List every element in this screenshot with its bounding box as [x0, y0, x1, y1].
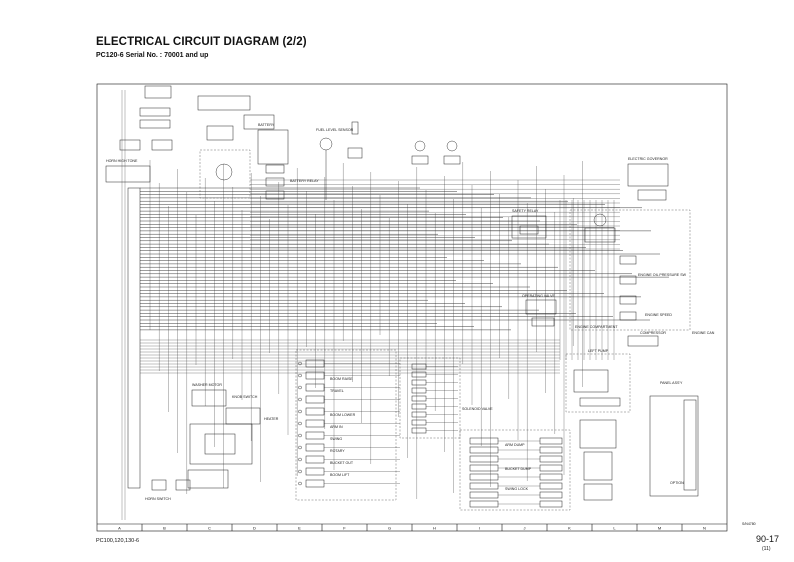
compressor: [627, 335, 659, 347]
operating-valve: [525, 299, 557, 327]
bucket-dump-label: BUCKET DUMP: [505, 467, 532, 471]
switch-column: [295, 349, 400, 501]
column-ticks: [141, 524, 683, 531]
washer-motor-label: WASHER MOTOR: [192, 383, 222, 387]
border-column-labels: A B C D E F G H I J K L M N: [118, 526, 706, 531]
arm-dump-label: ARM DUMP: [505, 443, 525, 447]
engine-compartment-label: ENGINE COMPARTMENT: [575, 325, 618, 329]
electric-governor: [627, 163, 669, 201]
column-label-d: D: [253, 526, 256, 531]
knob-switch-label: KNOB SWITCH: [232, 395, 258, 399]
boom-raise-label: BOOM RAISE: [330, 377, 353, 381]
horn-high-tone-label: HORN HIGH TONE: [106, 159, 138, 163]
solenoid-valve-label: SOLENOID VALVE: [462, 407, 493, 411]
fuel-level-sensor-label: FUEL LEVEL SENSOR: [316, 128, 354, 132]
bucket-out-label: BUCKET OUT: [330, 461, 354, 465]
option-label: OPTION: [670, 481, 684, 485]
left-pump-label: LEFT PUMP: [588, 349, 609, 353]
solenoid-valve-block: [399, 357, 461, 439]
washer-and-heater: [187, 389, 261, 489]
battery-relay-section: [197, 95, 289, 200]
lower-relay-block: [459, 429, 571, 511]
vertical-wires: [149, 160, 615, 499]
left-connector-block: [121, 90, 141, 520]
column-label-m: M: [658, 526, 661, 531]
horizontal-bus-wires: [140, 179, 669, 374]
battery-relay-label: BATTERY RELAY: [290, 179, 319, 183]
operating-valve-label: OPERATING VALVE: [522, 294, 556, 298]
panel-assy-label: PANEL ASS'Y: [660, 381, 683, 385]
engine-oil-pressure-label: ENGINE OIL PRESSURE SW: [638, 273, 687, 277]
engine-speed-label: ENGINE SPEED: [645, 313, 672, 317]
column-label-j: J: [524, 526, 526, 531]
left-pump-section: [565, 353, 631, 413]
column-label-b: B: [163, 526, 166, 531]
engine-can-label: ENGINE CAN: [692, 331, 715, 335]
swing-lock-label: SWING LOCK: [505, 487, 529, 491]
horn-switch: [151, 479, 191, 491]
ppc-valves: [411, 140, 461, 165]
compressor-label: COMPRESSOR: [640, 331, 666, 335]
column-label-f: F: [343, 526, 346, 531]
boom-lift-label: BOOM LIFT: [330, 473, 350, 477]
column-label-c: C: [208, 526, 211, 531]
travel-label: TRAVEL: [330, 389, 344, 393]
safety-relay-label: SAFETY RELAY: [512, 209, 539, 213]
arm-in-label: ARM IN: [330, 425, 343, 429]
page-number: 90-17: [756, 534, 780, 544]
column-label-e: E: [298, 526, 301, 531]
swing-label: SWING: [330, 437, 342, 441]
heater-label: HEATER: [264, 417, 279, 421]
horn-section: [105, 85, 173, 183]
footer-models: PC100,120,130-6: [96, 538, 140, 544]
page-revision: (11): [762, 546, 771, 552]
fuel-level-sensor: [319, 121, 363, 200]
column-label-g: G: [388, 526, 391, 531]
page-title: ELECTRICAL CIRCUIT DIAGRAM (2/2): [96, 36, 307, 48]
column-label-a: A: [118, 526, 121, 531]
page-subtitle: PC120-6 Serial No. : 70001 and up: [96, 52, 209, 59]
engine-compartment: [569, 209, 691, 331]
panel-assy: [579, 395, 699, 501]
column-label-h: H: [433, 526, 436, 531]
column-label-k: K: [568, 526, 571, 531]
rotary-label: ROTARY: [330, 449, 345, 453]
column-label-n: N: [703, 526, 706, 531]
column-label-i: I: [479, 526, 480, 531]
boom-lower-label: BOOM LOWER: [330, 413, 356, 417]
safety-relay: [511, 215, 547, 239]
column-label-l: L: [613, 526, 616, 531]
battery-label: BATTERY: [258, 123, 275, 127]
horn-switch-label: HORN SWITCH: [145, 497, 171, 501]
electric-governor-label: ELECTRIC GOVERNOR: [628, 157, 668, 161]
drawing-code: S/N4780: [742, 522, 756, 526]
